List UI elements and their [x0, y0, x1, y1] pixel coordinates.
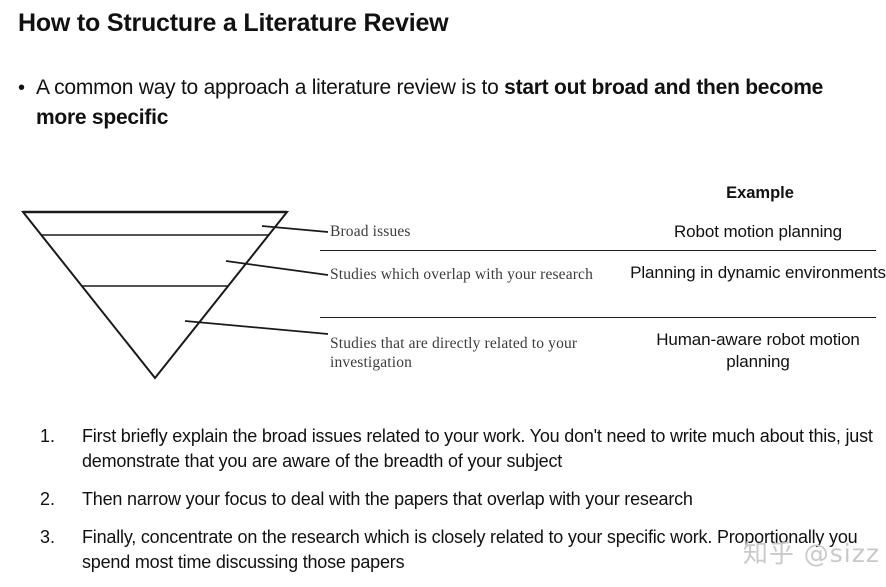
bullet-marker-icon: • [18, 77, 26, 99]
triangle-outline [20, 211, 290, 380]
leader-line-3 [184, 320, 329, 335]
leader-line-2 [225, 260, 329, 276]
list-item-text: Then narrow your focus to deal with the … [82, 489, 693, 509]
example-cell-broad: Robot motion planning [673, 222, 843, 241]
list-item: 1. First briefly explain the broad issue… [18, 424, 878, 474]
intro-bullet: • A common way to approach a literature … [18, 73, 876, 133]
intro-bullet-text-normal: A common way to approach a literature re… [36, 76, 505, 99]
example-cell-overlapping: Planning in dynamic environments [630, 263, 886, 282]
funnel-diagram: Broad issues Studies which overlap with … [0, 170, 886, 395]
example-column-header: Example [726, 184, 794, 202]
list-item-number: 2. [39, 489, 55, 509]
list-item-number: 1. [39, 426, 55, 446]
row-divider-2 [320, 317, 876, 318]
stage-label-directly-related-studies: Studies that are directly related to you… [330, 335, 578, 371]
stage-label-broad-issues: Broad issues [330, 223, 411, 240]
list-item-text: Finally, concentrate on the research whi… [82, 527, 858, 572]
page-title: How to Structure a Literature Review [18, 9, 449, 37]
row-divider-1 [320, 250, 876, 251]
list-item-number: 3. [39, 527, 55, 547]
stage-label-overlapping-studies: Studies which overlap with your research [330, 266, 593, 283]
intro-bullet-text-emphasis: start out broad and then become more spe… [36, 76, 824, 129]
intro-bullet-text: A common way to approach a literature re… [36, 73, 876, 133]
leader-line-1 [261, 225, 329, 233]
list-item-text: First briefly explain the broad issues r… [82, 426, 873, 471]
example-cell-specific: Human-aware robot motion planning [656, 330, 860, 371]
inverted-triangle-graphic [20, 210, 329, 380]
list-item: 3. Finally, concentrate on the research … [18, 525, 878, 575]
list-item: 2. Then narrow your focus to deal with t… [18, 487, 878, 512]
steps-list: 1. First briefly explain the broad issue… [18, 424, 878, 575]
